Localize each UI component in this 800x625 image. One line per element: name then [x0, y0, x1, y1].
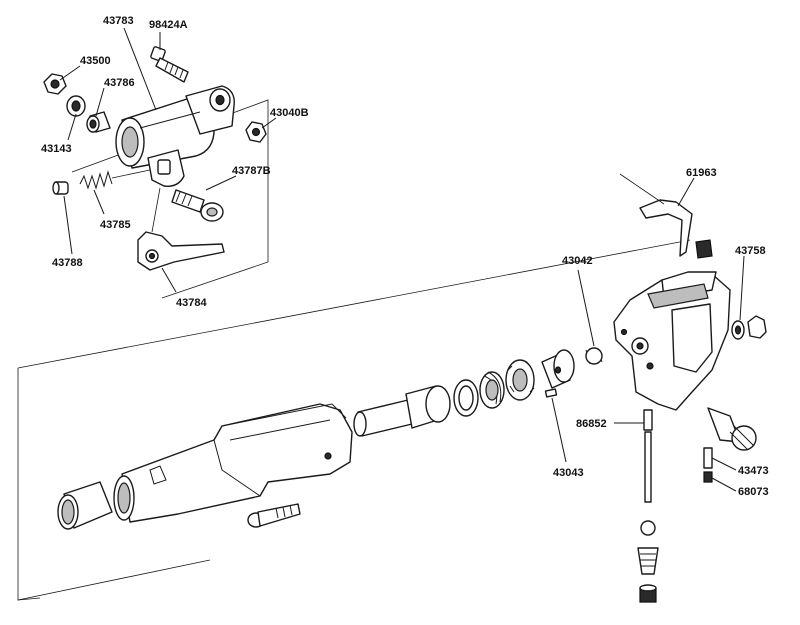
label-43143: 43143 — [41, 143, 72, 155]
coil-spring — [479, 371, 505, 409]
label-43787B: 43787B — [232, 165, 271, 177]
cylinder-43783 — [115, 85, 235, 187]
label-68073: 68073 — [738, 486, 769, 498]
housing-screw — [247, 503, 301, 528]
valve-cup — [541, 349, 575, 389]
label-43786: 43786 — [104, 77, 135, 89]
part-labels: 43783 98424A 43500 43786 43143 43040B 43… — [41, 15, 769, 498]
pin-43043 — [544, 388, 558, 398]
washer-43143 — [66, 95, 86, 117]
barrel-housing — [113, 403, 353, 523]
handle-body — [613, 271, 731, 411]
label-98424A: 98424A — [149, 19, 188, 31]
pin-43787B — [171, 189, 224, 222]
spring-43785 — [79, 169, 151, 190]
nut-ring — [505, 359, 535, 401]
label-43788: 43788 — [52, 257, 83, 269]
label-43473: 43473 — [738, 465, 769, 477]
clip-61963 — [619, 173, 693, 257]
sleeve — [57, 481, 113, 530]
label-43783: 43783 — [103, 15, 134, 27]
plunger-43788 — [52, 181, 69, 195]
label-43042: 43042 — [562, 255, 593, 267]
handle-plug — [695, 239, 713, 259]
label-43784: 43784 — [176, 297, 207, 309]
plug-43473 — [703, 447, 713, 483]
bolt-98424A — [150, 46, 189, 83]
valve-pin-86852 — [637, 409, 659, 603]
nut-43040B — [245, 121, 267, 143]
label-43040B: 43040B — [270, 107, 309, 119]
lower-assembly-panel — [17, 239, 691, 601]
ring — [453, 379, 479, 417]
label-43758: 43758 — [735, 245, 766, 257]
leader-lines — [59, 27, 745, 492]
spool — [353, 385, 451, 437]
bushing-43786 — [86, 111, 111, 133]
label-43500: 43500 — [80, 55, 111, 67]
inlet-fitting — [707, 407, 757, 451]
label-43785: 43785 — [100, 219, 131, 231]
label-61963: 61963 — [686, 167, 717, 179]
small-spring-43042 — [585, 347, 603, 365]
trigger-lever-43784 — [137, 187, 225, 271]
label-43043: 43043 — [553, 467, 584, 479]
label-86852: 86852 — [576, 418, 607, 430]
washer-nut-43758 — [731, 315, 767, 340]
nut-43500 — [43, 73, 67, 95]
